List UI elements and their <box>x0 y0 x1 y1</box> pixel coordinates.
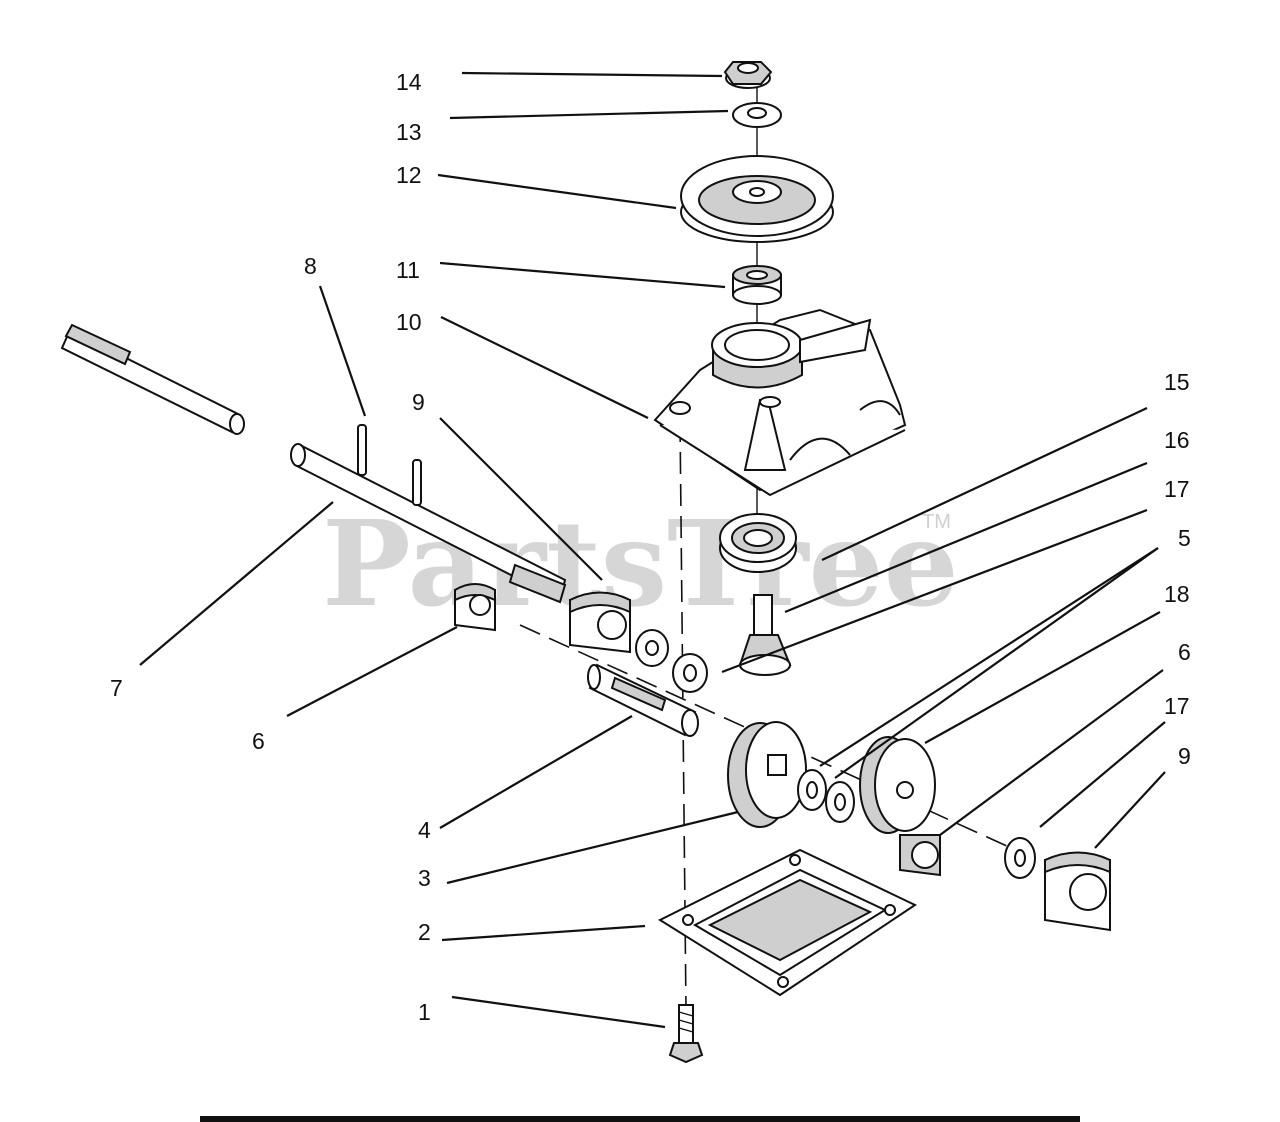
part-4-shaft[interactable] <box>587 663 699 737</box>
leader-1 <box>451 995 666 1029</box>
leader-18 <box>924 611 1161 744</box>
callout-2: 2 <box>418 919 431 945</box>
leader-10 <box>440 316 649 419</box>
callout-5: 5 <box>1178 525 1191 551</box>
callout-10: 10 <box>396 309 422 335</box>
leader-8 <box>318 285 367 417</box>
leader-5b <box>834 547 1159 779</box>
leader-15 <box>821 407 1148 561</box>
part-7-axle[interactable] <box>290 443 567 604</box>
leader-17-right <box>1039 721 1166 828</box>
callout-13: 13 <box>396 119 422 145</box>
leader-5a <box>819 547 1159 767</box>
callout-1: 1 <box>418 999 431 1025</box>
leader-13 <box>449 109 729 120</box>
callout-3: 3 <box>418 865 431 891</box>
callout-15: 15 <box>1164 369 1190 395</box>
leader-6-right <box>939 669 1164 836</box>
callout-6-right: 6 <box>1178 639 1191 665</box>
part-9-bushing-right[interactable] <box>1044 851 1111 932</box>
leader-7 <box>139 501 334 666</box>
leader-12 <box>437 173 677 210</box>
callout-12: 12 <box>396 162 422 188</box>
part-5-washer-a[interactable] <box>797 769 827 811</box>
callout-9-upper: 9 <box>412 389 425 415</box>
part-17-washer-upper[interactable] <box>635 629 669 667</box>
part-17-washer-middle[interactable] <box>672 653 708 693</box>
leader-16 <box>784 461 1148 614</box>
callout-11: 11 <box>396 257 420 283</box>
leader-2 <box>441 924 646 942</box>
leader-3 <box>446 810 739 885</box>
part-13-washer[interactable] <box>732 102 782 128</box>
leader-4 <box>439 715 633 829</box>
leader-17-upper <box>721 508 1148 674</box>
leader-9-upper <box>439 417 603 581</box>
part-5-washer-b[interactable] <box>825 781 855 823</box>
callout-4: 4 <box>418 817 431 843</box>
leader-6-left <box>286 626 458 717</box>
callout-6-left: 6 <box>252 728 265 754</box>
callout-17-upper: 17 <box>1164 476 1190 502</box>
part-6-bushing-left[interactable] <box>454 583 496 632</box>
part-12-pulley[interactable] <box>680 155 834 243</box>
part-15-bearing[interactable] <box>719 513 797 573</box>
leader-9-right <box>1094 771 1166 849</box>
callout-14: 14 <box>396 69 422 95</box>
part-11-bushing[interactable] <box>732 265 782 305</box>
input-shaft[interactable] <box>60 323 245 435</box>
callout-8: 8 <box>304 253 317 279</box>
part-14-flange-nut[interactable] <box>723 61 773 89</box>
callout-7: 7 <box>110 675 123 701</box>
watermark-tm: TM <box>922 511 951 533</box>
leader-14 <box>461 71 723 78</box>
cropped-caption-fragment <box>200 1116 1080 1122</box>
callout-9-right: 9 <box>1178 743 1191 769</box>
part-18-gear[interactable] <box>859 736 936 834</box>
callout-17-right: 17 <box>1164 693 1190 719</box>
part-10-gear-housing[interactable] <box>653 308 907 497</box>
callout-18: 18 <box>1164 581 1190 607</box>
part-17-washer-right[interactable] <box>1004 837 1036 879</box>
part-1-bolt[interactable] <box>668 1004 704 1064</box>
part-6-bushing-right[interactable] <box>899 834 941 877</box>
leader-11 <box>439 261 726 289</box>
callout-16: 16 <box>1164 427 1190 453</box>
part-8-pins[interactable] <box>357 424 422 506</box>
part-2-cover-plate[interactable] <box>657 848 918 997</box>
part-3-drive-gear[interactable] <box>727 721 807 828</box>
part-9-bushing-left[interactable] <box>569 591 631 654</box>
